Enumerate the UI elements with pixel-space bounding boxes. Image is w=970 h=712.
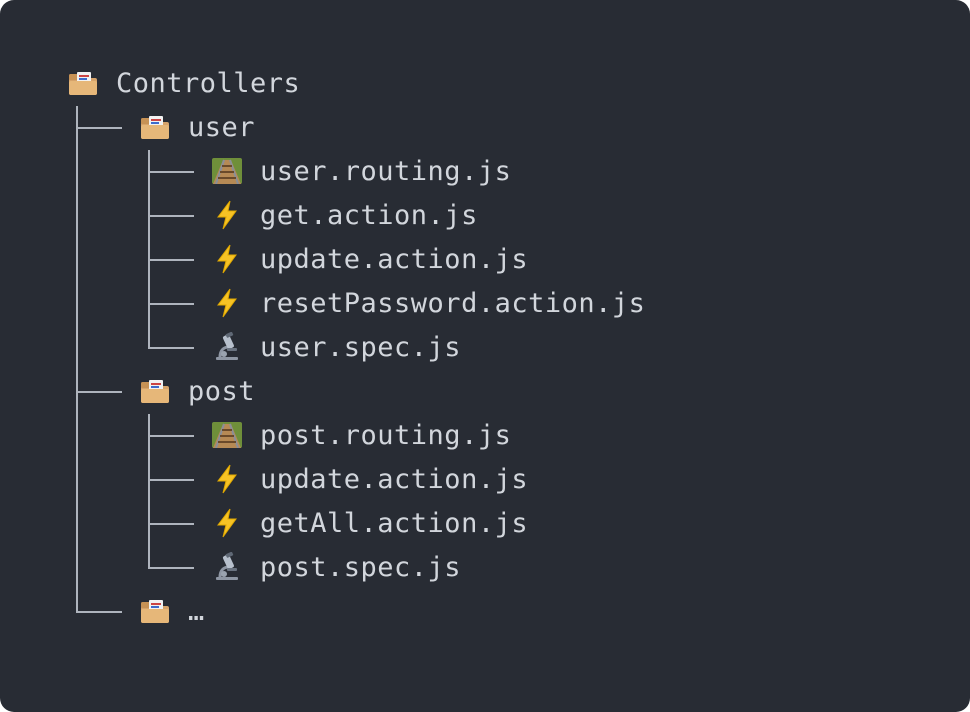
tree-file-post-spec[interactable]: post.spec.js (212, 545, 461, 589)
tree-file-label: resetPassword.action.js (260, 287, 646, 319)
tree-file-post-routing[interactable]: post.routing.js (212, 413, 511, 457)
tree-file-label: get.action.js (260, 199, 478, 231)
folder-icon (140, 376, 170, 406)
tree-line-user-child-2 (148, 215, 194, 217)
tree-file-reset-password-action[interactable]: resetPassword.action.js (212, 281, 645, 325)
tree-file-label: post.routing.js (260, 419, 512, 451)
tree-line-user-child-5 (148, 347, 194, 349)
tree-root-label: Controllers (116, 67, 301, 99)
tree-file-get-action[interactable]: get.action.js (212, 193, 478, 237)
tree-file-label: update.action.js (260, 243, 529, 275)
tree-line-post-vertical (148, 414, 150, 568)
railway-track-icon (212, 420, 242, 450)
tree-file-label: post.spec.js (260, 551, 462, 583)
tree-line-post-child-1 (148, 435, 194, 437)
microscope-icon (212, 332, 242, 362)
tree-file-user-routing[interactable]: user.routing.js (212, 149, 511, 193)
tree-line-more-branch (76, 611, 122, 613)
tree-folder-more[interactable]: … (140, 589, 205, 633)
tree-file-get-all-action[interactable]: getAll.action.js (212, 501, 528, 545)
tree-line-post-child-2 (148, 479, 194, 481)
lightning-icon (212, 200, 242, 230)
microscope-icon (212, 552, 242, 582)
tree-file-post-update-action[interactable]: update.action.js (212, 457, 528, 501)
tree-line-post-branch (76, 391, 122, 393)
lightning-icon (212, 464, 242, 494)
tree-file-update-action[interactable]: update.action.js (212, 237, 528, 281)
tree-folder-post[interactable]: post (140, 369, 255, 413)
tree-line-user-child-4 (148, 303, 194, 305)
tree-line-post-child-4 (148, 567, 194, 569)
tree-file-label: user.routing.js (260, 155, 512, 187)
tree-line-user-child-3 (148, 259, 194, 261)
lightning-icon (212, 508, 242, 538)
railway-track-icon (212, 156, 242, 186)
tree-folder-user[interactable]: user (140, 105, 255, 149)
tree-line-user-branch (76, 127, 122, 129)
tree-file-user-spec[interactable]: user.spec.js (212, 325, 461, 369)
tree-file-label: update.action.js (260, 463, 529, 495)
tree-folder-label: … (188, 595, 205, 627)
tree-line-post-child-3 (148, 523, 194, 525)
folder-icon (140, 112, 170, 142)
tree-folder-label: user (188, 111, 256, 143)
tree-folder-label: post (188, 375, 256, 407)
tree-file-label: user.spec.js (260, 331, 462, 363)
tree-line-user-child-1 (148, 171, 194, 173)
tree-file-label: getAll.action.js (260, 507, 529, 539)
folder-icon (140, 596, 170, 626)
lightning-icon (212, 244, 242, 274)
tree-root-controllers[interactable]: Controllers (68, 61, 300, 105)
tree-line-root-vertical (76, 106, 78, 612)
lightning-icon (212, 288, 242, 318)
tree-line-user-vertical (148, 150, 150, 348)
folder-icon (68, 68, 98, 98)
